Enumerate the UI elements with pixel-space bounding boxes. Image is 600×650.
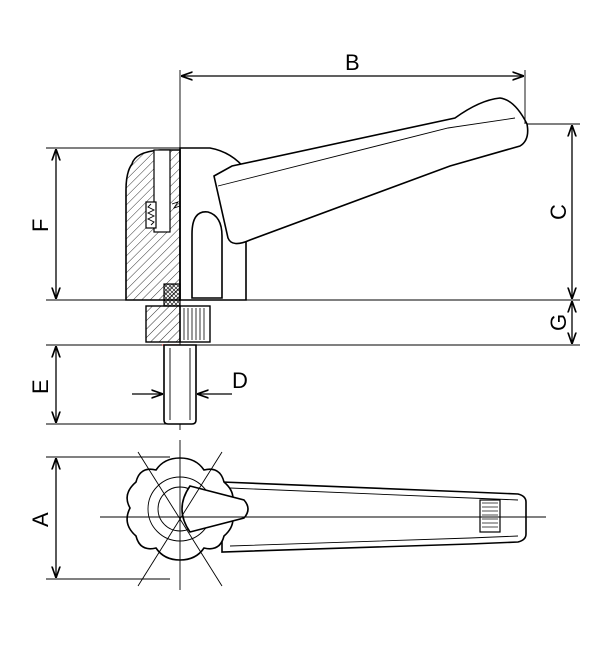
spring xyxy=(146,203,156,226)
dim-label-c: C xyxy=(546,204,571,220)
threaded-stud xyxy=(163,344,197,425)
diag-line-2 xyxy=(137,451,223,587)
dimension-a: A xyxy=(28,456,170,580)
dim-label-g: G xyxy=(546,314,571,331)
lever-arm-inner-edge xyxy=(217,117,516,187)
dim-label-b: B xyxy=(345,50,360,75)
lever-top-inner-line-lower xyxy=(229,535,519,547)
dim-label-e: E xyxy=(28,379,53,394)
lever-arm xyxy=(213,97,529,245)
nut-insert xyxy=(163,283,181,307)
flange-block xyxy=(145,305,181,343)
grip-knurl-lines xyxy=(482,502,498,528)
tooth-detail xyxy=(171,201,181,209)
bushing-knurl-lines xyxy=(183,308,205,340)
dimension-f: F xyxy=(28,147,180,299)
top-view xyxy=(100,440,546,590)
side-view xyxy=(46,70,580,430)
grip-knurl xyxy=(479,499,501,533)
insert-cavity xyxy=(153,149,171,233)
dim-label-a: A xyxy=(28,512,53,527)
dim-label-f: F xyxy=(28,219,53,232)
dimension-c: C xyxy=(527,123,580,299)
dimension-e: E xyxy=(28,346,168,425)
dimension-d: D xyxy=(132,368,248,394)
dimension-g: G xyxy=(546,301,572,344)
dim-label-d: D xyxy=(232,368,248,393)
lever-tab xyxy=(181,485,249,533)
lever-top-inner-line xyxy=(229,487,519,501)
lever-heel xyxy=(191,211,223,299)
knurled-bushing xyxy=(179,305,211,343)
dimension-b: B xyxy=(181,50,526,124)
